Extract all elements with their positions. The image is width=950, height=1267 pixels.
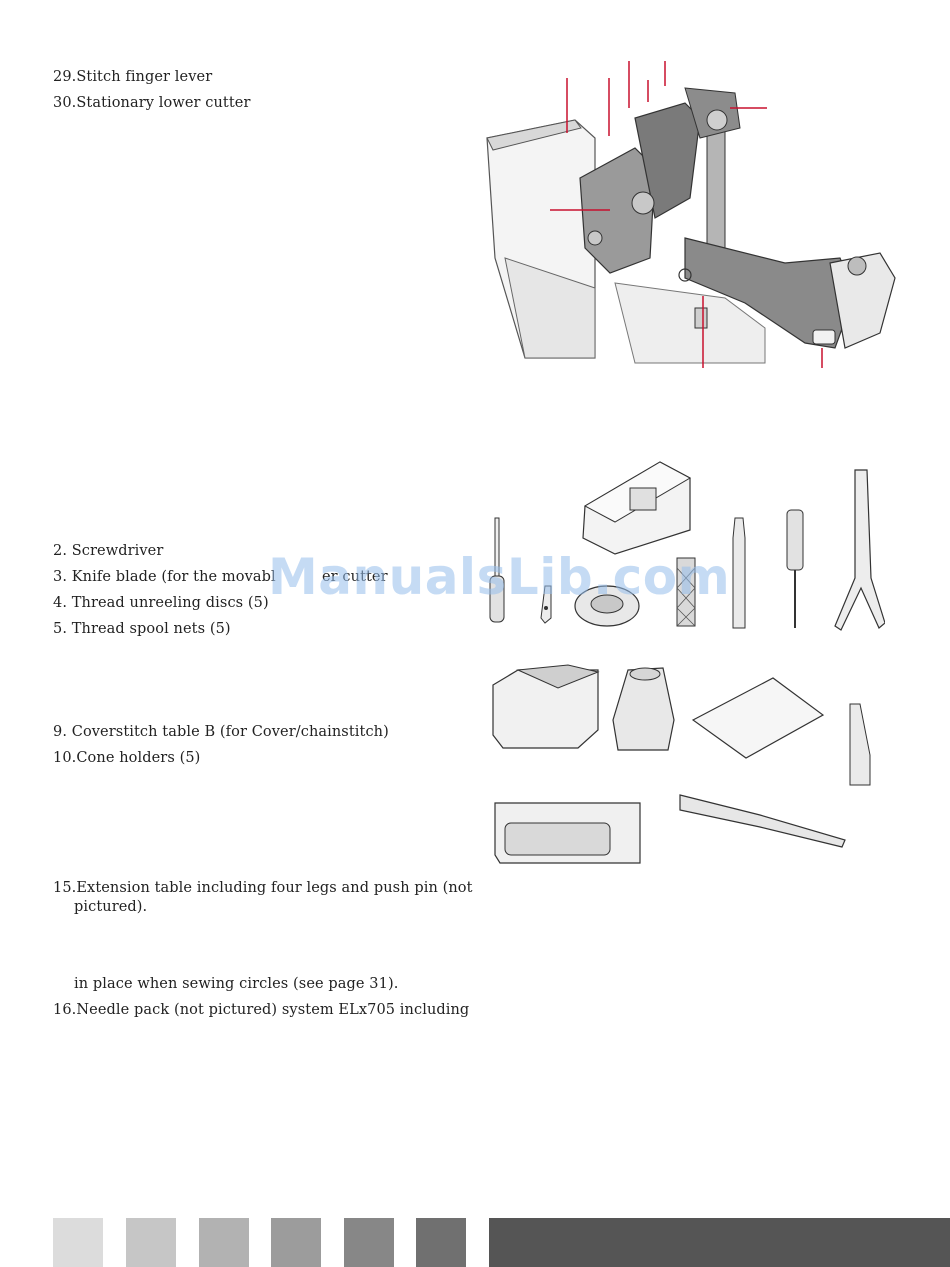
list-item-4: 4. Thread unreeling discs (5) [53, 595, 269, 611]
tool-pen-icon [732, 517, 746, 629]
list-item-3: 3. Knife blade (for the movabl [53, 569, 276, 585]
footer-bar [489, 1218, 950, 1267]
list-item-16: 16.Needle pack (not pictured) system ELx… [53, 1002, 470, 1018]
coverstitch-table-icon [492, 664, 600, 749]
list-item-15-continued: pictured). [74, 899, 148, 915]
footer-swatch-6 [416, 1218, 466, 1267]
footer-swatch-3 [199, 1218, 249, 1267]
knife-blade-icon [540, 585, 552, 624]
accessory-box-icon [582, 461, 692, 555]
accessories-illustration-row-1 [489, 461, 885, 631]
cone-holder-icon [612, 667, 675, 751]
list-item-3-continued: er cutter [322, 569, 388, 585]
thread-spool-net-icon [676, 557, 696, 627]
machine-needle-area-illustration [486, 61, 896, 368]
thread-unreeling-disc-icon [574, 585, 640, 627]
list-item-30: 30.Stationary lower cutter [53, 95, 251, 111]
screwdriver-icon [489, 517, 505, 623]
needle-inserter-icon [679, 794, 846, 848]
list-item-continued-text: in place when sewing circles (see page 3… [74, 976, 399, 992]
footer-swatch-2 [126, 1218, 176, 1267]
list-item-10: 10.Cone holders (5) [53, 750, 201, 766]
accessories-illustration-row-2 [492, 664, 871, 786]
small-screwdriver-icon [786, 509, 804, 628]
extension-table-part-icon [494, 802, 641, 864]
list-item-9: 9. Coverstitch table B (for Cover/chains… [53, 724, 389, 740]
lint-brush-icon [849, 703, 871, 786]
tweezers-icon [834, 469, 885, 631]
accessories-illustration-row-3 [494, 794, 846, 864]
list-item-29: 29.Stitch finger lever [53, 69, 213, 85]
footer-swatch-5 [344, 1218, 394, 1267]
footer-swatch-4 [271, 1218, 321, 1267]
list-item-15: 15.Extension table including four legs a… [53, 880, 473, 896]
list-item-2: 2. Screwdriver [53, 543, 164, 559]
footer-swatch-1 [53, 1218, 103, 1267]
list-item-5: 5. Thread spool nets (5) [53, 621, 231, 637]
instruction-booklet-icon [691, 677, 825, 759]
